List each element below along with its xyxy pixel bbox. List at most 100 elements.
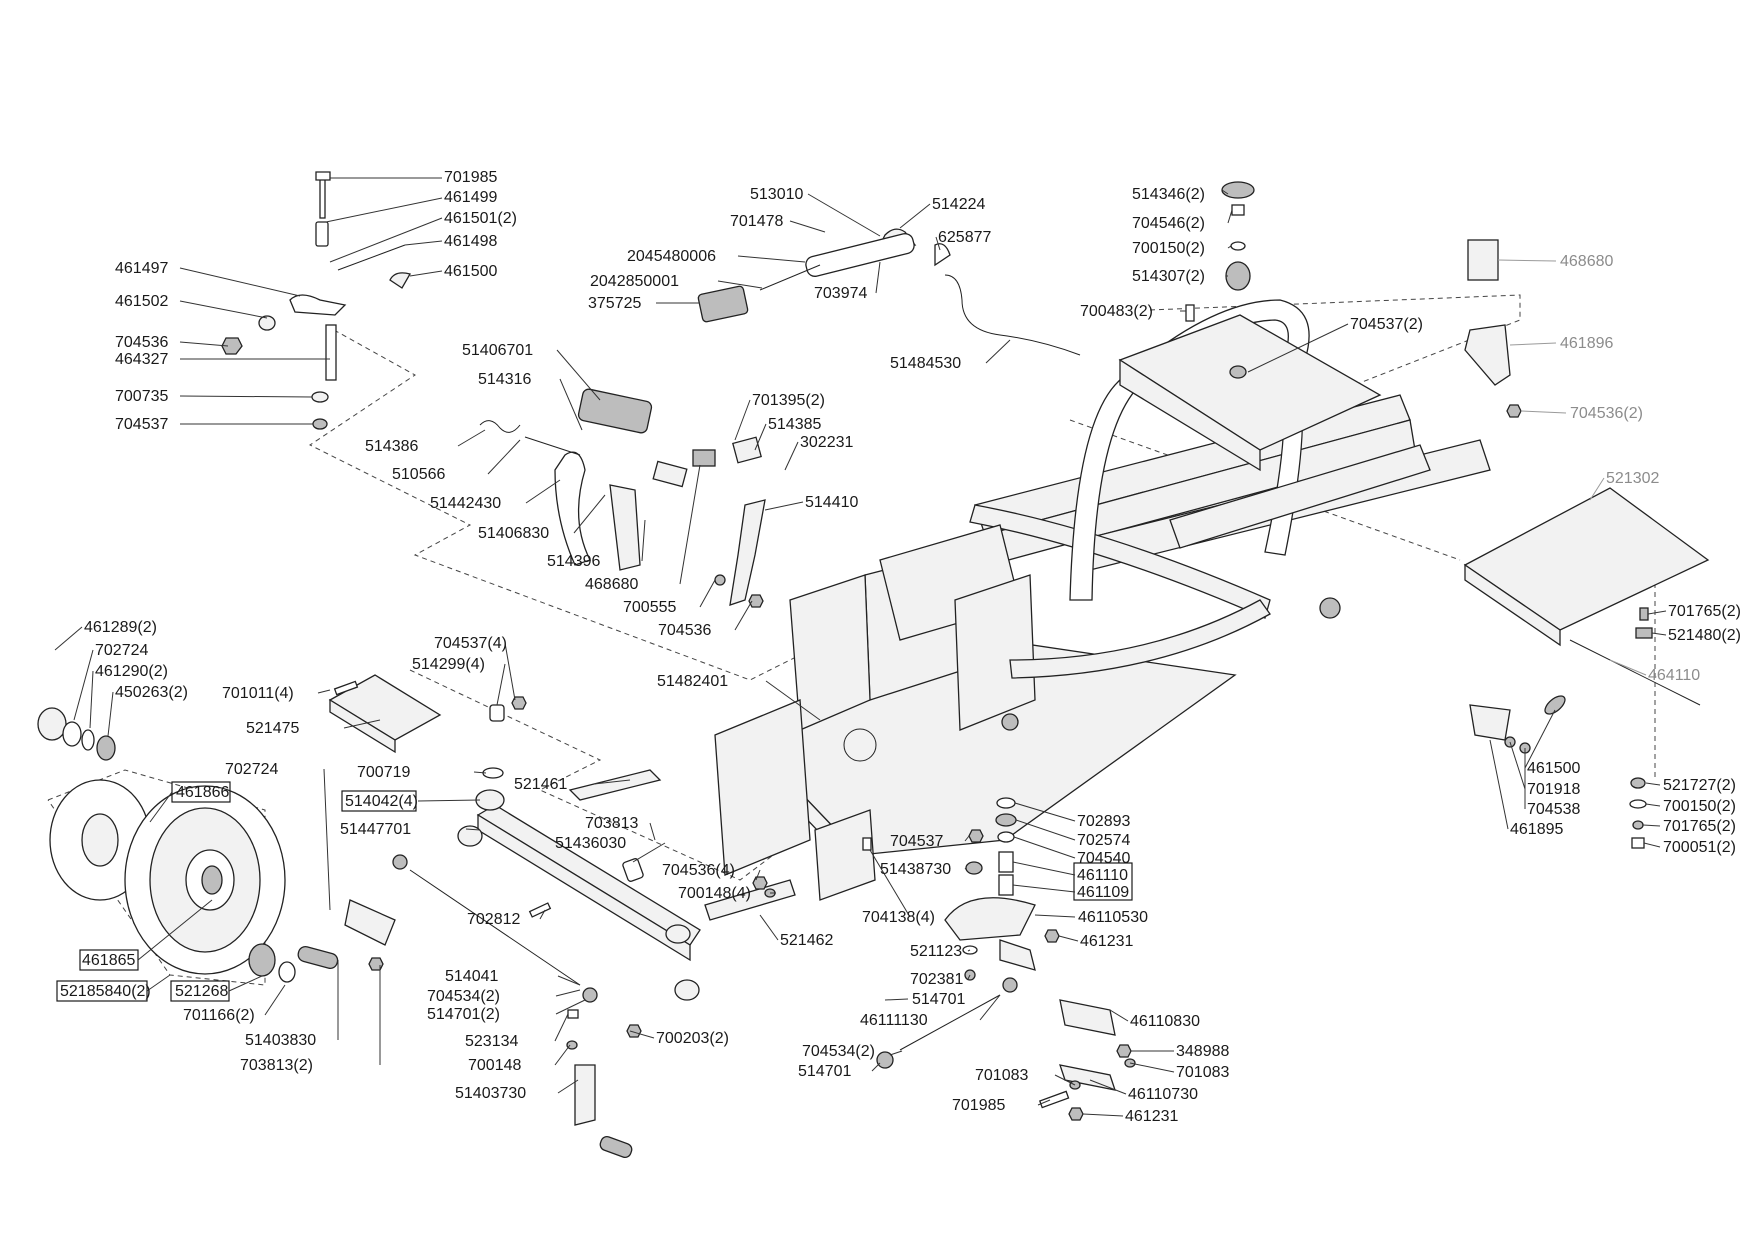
leader-line — [1609, 659, 1647, 676]
part-labels: 701985 461499 461501(2) 461498 461497 46… — [60, 169, 1741, 1125]
label-514041: 514041 — [445, 968, 498, 985]
handle-375725 — [697, 285, 749, 323]
lever-461497 — [289, 294, 347, 316]
leader-line — [73, 649, 94, 721]
bolt-704138 — [862, 837, 872, 851]
bracket-464327 — [325, 324, 337, 381]
label-461110: 461110 — [1077, 867, 1128, 884]
label-704537-4: 704537(4) — [434, 635, 507, 652]
label-461865: 461865 — [82, 952, 135, 969]
label-461289: 461289(2) — [84, 619, 157, 636]
leader-line — [1589, 477, 1605, 501]
label-514701: 514701 — [912, 991, 965, 1008]
bolt-702812 — [528, 902, 552, 918]
label-461231: 461231 — [1080, 933, 1133, 950]
leader-line — [967, 949, 971, 952]
pin-510566 — [524, 436, 581, 456]
leader-line — [107, 691, 114, 737]
leader-line — [323, 768, 331, 911]
label-461498: 461498 — [444, 233, 497, 250]
label-461109: 461109 — [1077, 884, 1129, 901]
nut-704536-rear — [1506, 404, 1522, 418]
guide-seat-bracket — [309, 329, 831, 681]
leader-line — [679, 464, 701, 585]
frame-dash-post — [954, 574, 1036, 731]
leader-line — [1129, 1062, 1175, 1073]
screw-704546 — [1231, 204, 1245, 216]
label-700203: 700203(2) — [656, 1030, 729, 1047]
label-514316: 514316 — [478, 371, 531, 388]
leader-line — [1520, 410, 1567, 414]
leader-line — [179, 267, 301, 297]
leader-line — [559, 378, 583, 431]
gear-arm-46110530 — [999, 939, 1036, 971]
washer-704540 — [997, 831, 1015, 843]
leader-line — [1642, 824, 1661, 827]
leader-line — [1509, 741, 1526, 790]
screw-701765-rear — [1632, 820, 1644, 830]
switch-302231 — [652, 460, 688, 488]
label-701765-rear: 701765(2) — [1663, 818, 1736, 835]
lever-plate-514224 — [805, 233, 915, 277]
bolt-700051 — [1631, 837, 1645, 849]
spring-514307 — [1225, 261, 1251, 291]
label-464327: 464327 — [115, 351, 168, 368]
rod-461498 — [337, 244, 406, 271]
seat-adjust-assembly — [221, 171, 411, 430]
label-704537-2: 704537(2) — [1350, 316, 1423, 333]
bearing-450263 — [96, 735, 116, 761]
washer-701166 — [278, 961, 296, 983]
washer-700148 — [566, 1040, 578, 1050]
label-51406701: 51406701 — [462, 342, 533, 359]
pedal-pad-51406701 — [577, 388, 653, 434]
frame-seat-deck-edge — [1119, 358, 1261, 472]
rod-464110 — [1569, 639, 1701, 706]
label-51403730: 51403730 — [455, 1085, 526, 1102]
label-348988: 348988 — [1176, 1043, 1229, 1060]
label-514701-2: 514701(2) — [427, 1006, 500, 1023]
switch-468680-rear — [1467, 239, 1499, 281]
plate-521475-edge — [329, 698, 396, 754]
screw-523134 — [567, 1009, 579, 1019]
leader-line — [641, 519, 646, 562]
label-702381: 702381 — [910, 971, 963, 988]
leader-line — [146, 974, 171, 992]
leader-line — [979, 994, 1001, 1021]
label-700719: 700719 — [357, 764, 410, 781]
label-701765: 701765(2) — [1668, 603, 1741, 620]
leader-line — [179, 395, 313, 398]
label-701011: 701011(4) — [222, 685, 294, 702]
label-461231-lower: 461231 — [1125, 1108, 1178, 1125]
frame-mount-boss — [1001, 713, 1019, 731]
leader-line — [765, 680, 821, 721]
lower-bracket-assembly — [1038, 999, 1136, 1121]
label-521727: 521727(2) — [1663, 777, 1736, 794]
label-701918: 701918 — [1527, 781, 1580, 798]
steering-linkage — [297, 854, 642, 1159]
leader-line — [555, 989, 581, 997]
bolt-701985-lower — [1038, 1090, 1070, 1109]
label-514386: 514386 — [365, 438, 418, 455]
label-46110830: 46110830 — [1130, 1013, 1200, 1030]
leader-line — [487, 439, 521, 475]
label-521480: 521480(2) — [1668, 627, 1741, 644]
leader-line — [1524, 709, 1556, 769]
leader-line — [557, 975, 581, 986]
main-frame — [714, 299, 1491, 901]
guide-rear-bracket — [1149, 294, 1521, 431]
label-461497: 461497 — [115, 260, 168, 277]
screw-700555 — [714, 574, 726, 586]
leader-line — [504, 642, 516, 701]
nut-704537 — [312, 418, 328, 430]
leader-line — [1509, 342, 1557, 346]
nut-521727 — [1630, 777, 1646, 789]
frame-floor-hole — [843, 728, 877, 762]
leader-line — [54, 626, 83, 651]
label-52185840: 52185840(2) — [60, 983, 151, 1000]
label-468680: 468680 — [585, 576, 638, 593]
label-701083-a: 701083 — [1176, 1064, 1229, 1081]
leader-line — [317, 689, 331, 694]
spindle-51403730-end — [599, 1135, 633, 1159]
leader-line — [1227, 209, 1233, 224]
